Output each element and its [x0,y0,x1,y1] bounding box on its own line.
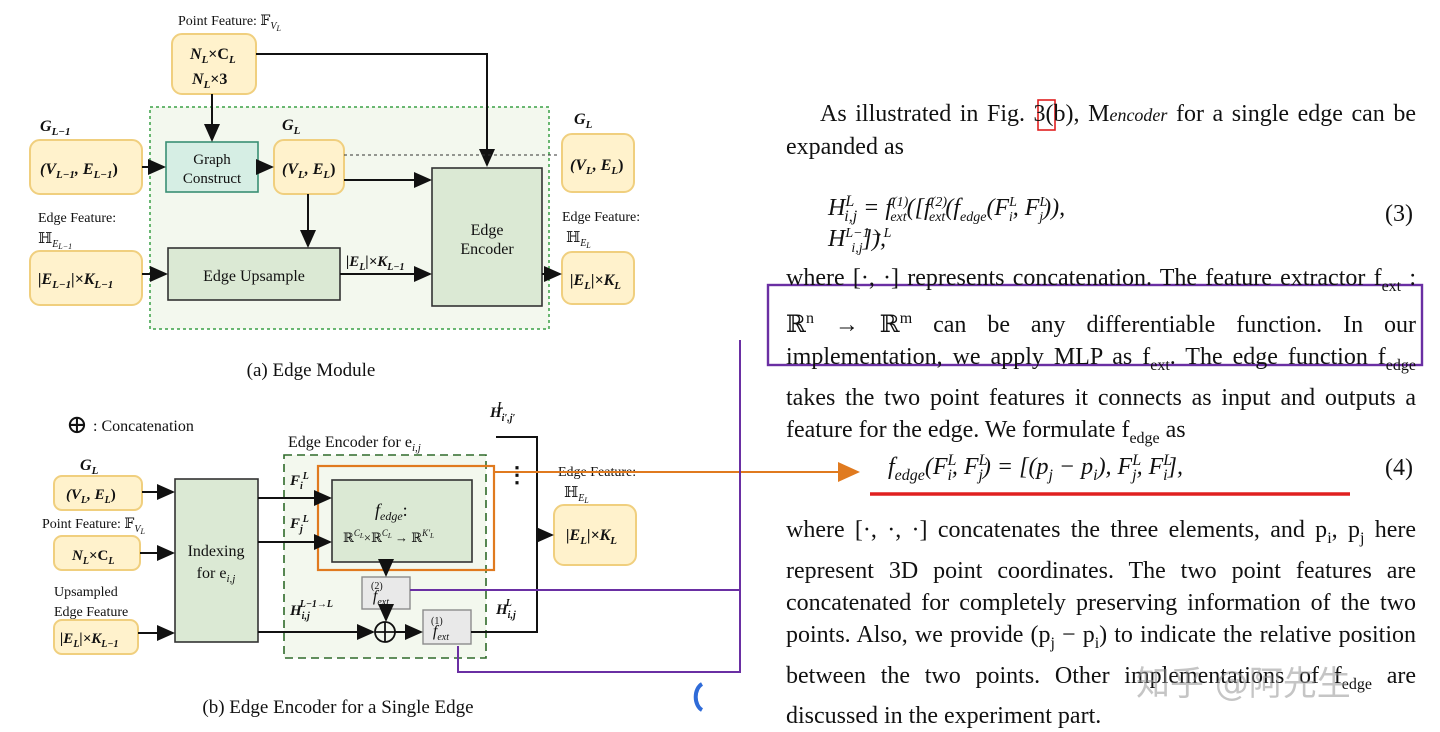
fedge-label: fedge: [375,500,408,523]
fext1-label: fext(1) [431,616,449,643]
indexing-label-2: for ei,j [197,565,236,585]
gl-label-b: GL [80,457,99,477]
edge-upsample-box [167,247,341,301]
watermark: 知乎 @阿先生 [1136,664,1351,704]
concat-symbol: ⊕ [66,410,88,439]
paragraph-1: As illustrated in Fig. 3(b), Mencoder fo… [786,101,1417,160]
dots: ⋮ [506,462,528,487]
equation-4-number: (4) [1385,455,1413,481]
upsampled-label-1: Upsampled [54,585,118,600]
edge-feature-right-label-2: ℍEL [566,230,591,250]
purple-highlight-box [766,283,1424,367]
equation-3-number: (3) [1385,201,1413,227]
edge-feature-right-label-1: Edge Feature: [562,210,640,225]
fig-ref-box [1037,99,1056,131]
upsampled-label-2: Edge Feature [54,605,128,620]
equation-4: fedge(FLi, FLj) = [(pj − pi), FLj, FLi], [888,452,1183,484]
gl-right-box-text: (VL, EL) [570,157,623,177]
fi-label: FiL [289,471,309,492]
edge-encoder-label-2: Encoder [460,241,514,258]
out-box-b [553,504,637,566]
el1-box [29,250,143,306]
el-box-b [53,619,139,655]
point-feature-label-b: Point Feature: 𝔽VL [42,517,145,536]
caption-a: (a) Edge Module [247,360,376,381]
fext1-box [422,609,472,645]
gl-right-box [561,133,635,193]
purple-connector-fext1 [457,590,741,673]
paragraph-3: where [·, ·, ·] concatenates the three e… [786,517,1417,730]
gl-box-text: (VL, EL) [282,161,335,181]
gl-label: GL [282,117,301,137]
edge-encoder-box [431,167,543,307]
point-box-line1: NL×CL [189,46,236,66]
concat-label: : Concatenation [93,418,194,435]
indexing-box [174,478,259,643]
out-box-b-text: |EL|×KL [566,527,617,547]
annotation-overlays [410,99,1424,712]
fext2-label: fext(2) [371,581,389,608]
nl-box-b-text: NL×CL [71,548,114,567]
fj-label: FjL [289,514,309,535]
paragraph-2: where [·, ·] represents concatenation. T… [786,265,1416,447]
gl1-label: GL−1 [40,118,70,138]
edge-module-diagram: Point Feature: 𝔽VL NL×CL NL×3 GL−1 (VL−1… [29,14,640,381]
hij-out-label: Hi,jL [495,598,516,621]
el-right-box [561,251,635,305]
el-box-b-text: |EL|×KL−1 [60,631,118,650]
equation-3: HLi,j = f(1)ext([f(2)ext(fedge(FLi, FLj)… [828,193,1066,256]
graph-construct-box [165,141,259,193]
edge-encoder-label-1: Edge [471,222,504,239]
el-right-box-text: |EL|×KL [570,272,621,292]
vl-box-b-text: (VL, EL) [66,487,116,506]
edge-feature-left-label-2: ℍEL−1 [38,231,72,251]
point-feature-label: Point Feature: 𝔽VL [178,14,281,33]
blue-mark [693,682,704,712]
indexing-label-1: Indexing [188,543,245,560]
point-box-line2: NL×3 [191,71,227,91]
gl1-box-text: (VL−1, EL−1) [40,161,118,181]
edge-feature-left-label-1: Edge Feature: [38,211,116,226]
fedge-map-label: ℝCL×ℝCL → ℝK′L [343,528,434,545]
hij-prime-label: Hi′,j′L [489,401,516,424]
point-feature-box [171,33,257,95]
edge-feature-label-b-2: ℍEL [564,485,589,505]
hij-in-label: Hi,jL−1→L [289,599,333,622]
fedge-orange-highlight [316,464,496,572]
el1-box-text: |EL−1|×KL−1 [38,271,113,291]
gl-right-label: GL [574,111,593,131]
encoder-title: Edge Encoder for ei,j [288,434,421,454]
graph-construct-label-2: Construct [183,171,242,187]
fedge-box [331,479,473,563]
edge-upsample-label: Edge Upsample [203,268,305,285]
edge-encoder-diagram: ⊕ : Concatenation Edge Encoder for ei,j … [42,401,637,718]
graph-construct-label-1: Graph [193,152,231,168]
caption-b: (b) Edge Encoder for a Single Edge [202,697,473,718]
el-k-label: |EL|×KL−1 [346,254,404,273]
